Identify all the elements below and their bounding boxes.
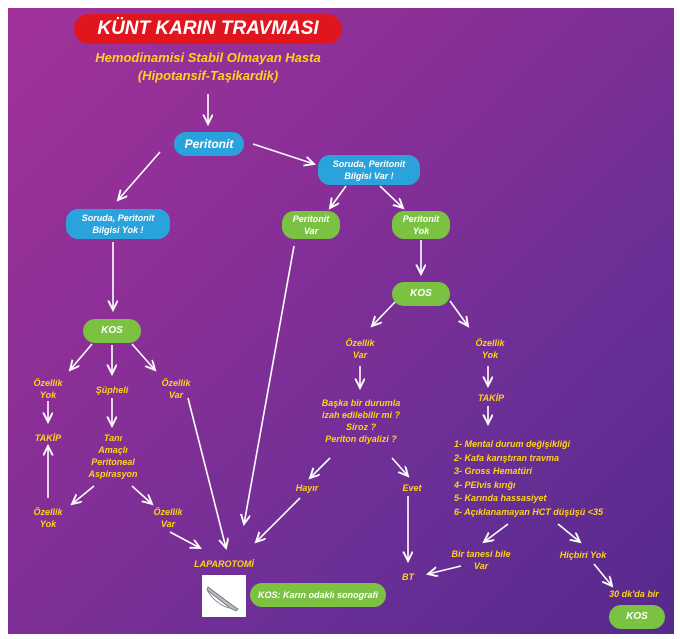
flow-arrow bbox=[131, 343, 155, 370]
node-soruda-var: Soruda, Peritonit Bilgisi Var ! bbox=[318, 155, 420, 185]
criteria-item: 3- Gross Hematüri bbox=[454, 466, 533, 476]
criteria-item: 6- Açıklanamayan HCT düşüşü <35 bbox=[454, 506, 603, 517]
label-hayir: Hayır bbox=[295, 483, 319, 493]
flow-arrow bbox=[557, 523, 580, 542]
node-kos-right: KOS bbox=[392, 282, 450, 306]
flow-arrow bbox=[593, 563, 612, 586]
flow-arrow bbox=[118, 151, 161, 200]
label-takip-left: TAKİP bbox=[34, 433, 62, 443]
flow-arrow bbox=[70, 343, 93, 370]
label-ozellik-var-left: Özellik Var bbox=[161, 378, 191, 400]
flow-arrow bbox=[187, 397, 226, 548]
label-ozellik-yok-right: Özellik Yok bbox=[475, 338, 505, 360]
subtitle-line1: Hemodinamisi Stabil Olmayan Hasta bbox=[95, 50, 321, 65]
criteria-item: 2- Kafa karıştıran travma bbox=[454, 452, 560, 463]
flow-arrow bbox=[391, 457, 408, 476]
label-bt: BT bbox=[402, 572, 414, 582]
node-kos-final: KOS bbox=[609, 605, 665, 629]
flow-arrow bbox=[310, 457, 331, 478]
criteria-list: 1- Mental durum değişikliği 2- Kafa karı… bbox=[454, 438, 603, 519]
scalpel-icon bbox=[202, 575, 246, 617]
flow-arrow bbox=[449, 300, 468, 326]
criteria-item: 1- Mental durum değişikliği bbox=[454, 439, 571, 449]
criteria-item: 5- Karında hassasiyet bbox=[454, 493, 547, 503]
flow-arrow bbox=[379, 185, 403, 208]
label-baska-durum: Başka bir durumla izah edilebilir mi ? S… bbox=[321, 398, 401, 444]
node-kos-sonografi: KOS: Karın odaklı sonografi bbox=[250, 583, 386, 607]
node-kos-left: KOS bbox=[83, 319, 141, 343]
flow-arrow bbox=[244, 245, 295, 524]
label-ozellik-yok-left2: Özellik Yok bbox=[33, 507, 63, 529]
flow-arrow bbox=[131, 485, 152, 504]
flow-arrow bbox=[484, 523, 509, 542]
page-title: KÜNT KARIN TRAVMASI bbox=[74, 14, 342, 44]
flow-arrow bbox=[330, 185, 347, 208]
label-ozellik-var-right: Özellik Var bbox=[345, 338, 375, 360]
flow-arrow bbox=[252, 143, 314, 164]
label-30-dk: 30 dk'da bir bbox=[609, 589, 659, 599]
flow-arrow bbox=[256, 497, 301, 542]
label-bir-tanesi-var: Bir tanesi bile Var bbox=[451, 549, 511, 571]
label-ozellik-var-left2: Özellik Var bbox=[153, 507, 183, 529]
arrow-layer bbox=[8, 94, 674, 634]
node-peritonit-yok: Peritonit Yok bbox=[392, 211, 450, 239]
subtitle-line2: (Hipotansif-Taşikardik) bbox=[137, 68, 279, 83]
flow-arrow bbox=[72, 485, 95, 504]
label-evet: Evet bbox=[402, 483, 422, 493]
flow-arrow bbox=[428, 565, 462, 574]
node-peritonit-var: Peritonit Var bbox=[282, 211, 340, 239]
label-laparotomi: LAPAROTOMİ bbox=[194, 559, 254, 569]
label-ozellik-yok-left: Özellik Yok bbox=[33, 378, 63, 400]
flowchart-canvas: KÜNT KARIN TRAVMASI Hemodinamisi Stabil … bbox=[8, 8, 674, 634]
label-supheli: Şüpheli bbox=[95, 385, 129, 395]
node-peritonit: Peritonit bbox=[174, 132, 244, 156]
criteria-item: 4- PElvis kırığı bbox=[454, 479, 516, 490]
flow-arrow bbox=[169, 531, 200, 548]
label-hicbiri-yok: Hiçbiri Yok bbox=[559, 550, 607, 560]
label-tani-amacli: Tanı Amaçlı Peritoneal Aspirasyon bbox=[88, 433, 138, 479]
node-soruda-yok: Soruda, Peritonit Bilgisi Yok ! bbox=[66, 209, 170, 239]
flow-arrow bbox=[372, 300, 397, 326]
label-takip-right: TAKİP bbox=[477, 393, 505, 403]
